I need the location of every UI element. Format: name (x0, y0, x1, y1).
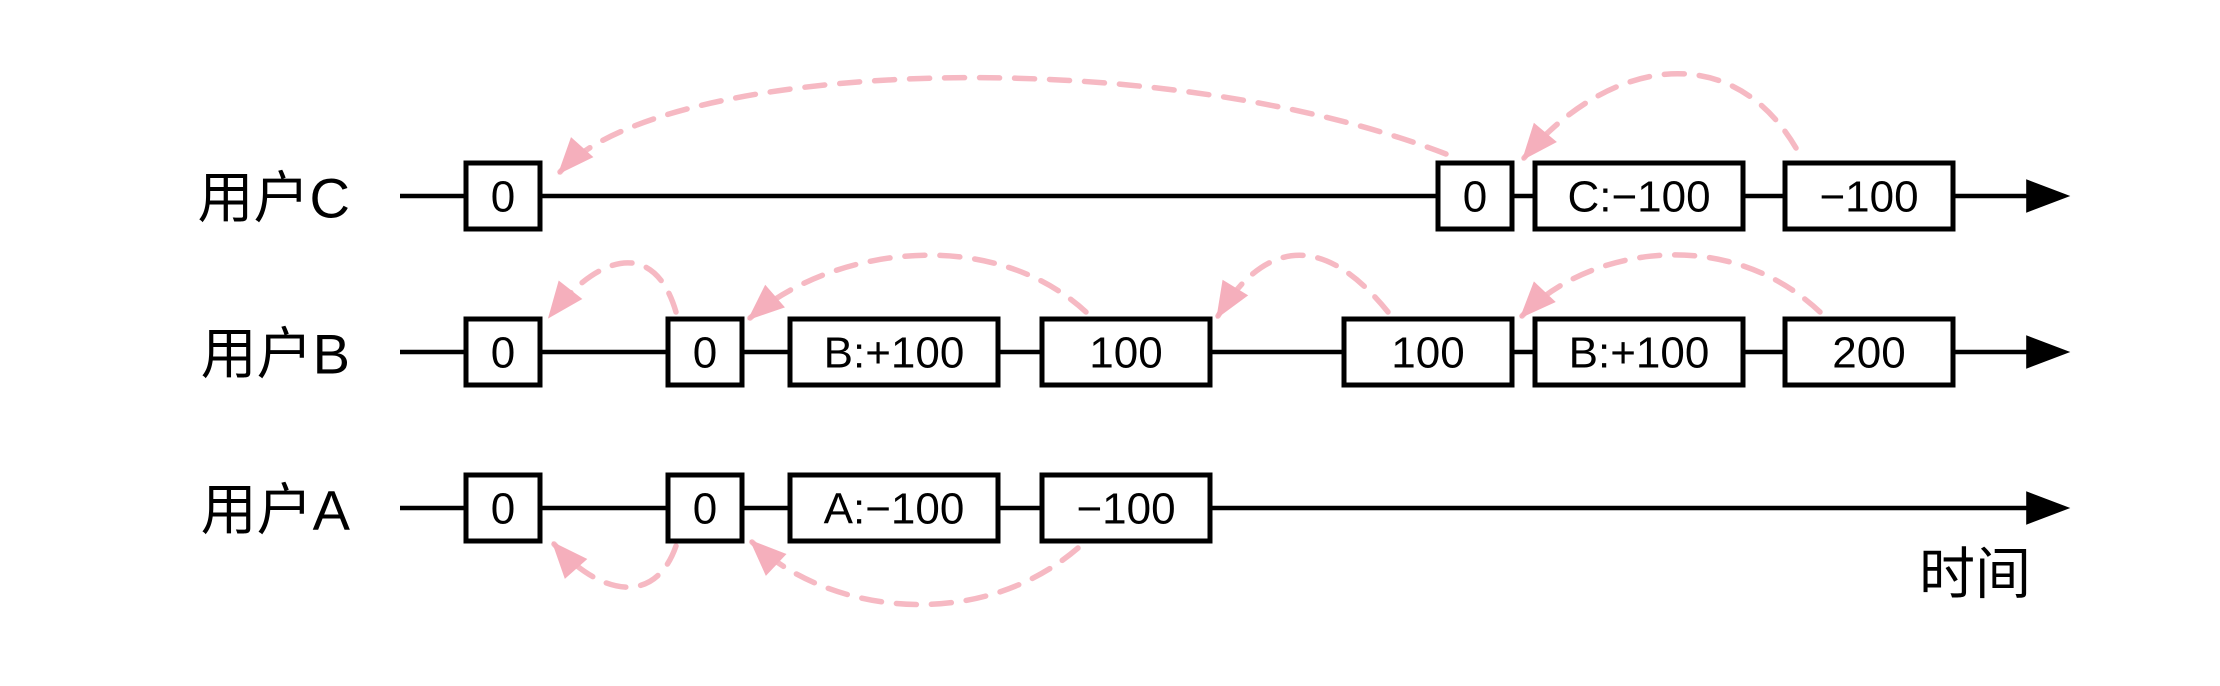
state-box: −100 (1039, 472, 1213, 544)
state-box-rect (463, 316, 543, 388)
state-box-value: 0 (693, 485, 717, 534)
dashed-arrow-a-box1-to-box0 (551, 541, 679, 590)
state-box-rect (1782, 316, 1956, 388)
operation-box-value: B:+100 (824, 329, 965, 378)
row-label-user-c: 用户C (198, 167, 350, 230)
state-box-value: 0 (693, 329, 717, 378)
state-box-value: 0 (491, 485, 515, 534)
dashed-arrow-b-box3-to-box1 (747, 252, 1089, 321)
state-box-value: 100 (1089, 329, 1162, 378)
state-box-value: 0 (491, 329, 515, 378)
operation-box-rect (1532, 316, 1746, 388)
state-box: 0 (463, 316, 543, 388)
dashed-arrow-b-box4-to-box3 (1215, 252, 1391, 319)
operation-box: A:−100 (787, 472, 1001, 544)
operation-box-value: B:+100 (1569, 329, 1710, 378)
state-box-value: 100 (1391, 329, 1464, 378)
state-box-value: 200 (1832, 329, 1905, 378)
state-box: 0 (463, 472, 543, 544)
state-box: 0 (665, 316, 745, 388)
state-box-rect (665, 316, 745, 388)
state-box-rect (665, 472, 745, 544)
state-box-rect (463, 472, 543, 544)
state-box-value: 0 (491, 173, 515, 222)
state-box-rect (1039, 472, 1213, 544)
operation-box: B:+100 (1532, 316, 1746, 388)
operation-box-rect (787, 472, 1001, 544)
time-axis-caption: 时间 (1919, 543, 2031, 606)
operation-box-rect (787, 316, 1001, 388)
dashed-arrow-c-box3-to-box1 (1521, 71, 1799, 161)
operation-box: B:+100 (787, 316, 1001, 388)
row-label-user-a: 用户A (201, 479, 351, 542)
state-box-value: −100 (1076, 485, 1175, 534)
timeline-row-user-b: 用户B 0 0 B:+100 100 100 B:+100 (201, 252, 2071, 388)
dashed-arrow-b-box6-to-box4 (1519, 252, 1823, 319)
timeline-row-user-c: 用户C 0 0 C:−100 −100 (198, 71, 2071, 232)
state-box: 0 (1435, 160, 1515, 232)
state-box-value: −100 (1819, 173, 1918, 222)
state-box-rect (1435, 160, 1515, 232)
state-box: 100 (1039, 316, 1213, 388)
state-box-rect (1039, 316, 1213, 388)
timeline-row-user-a: 用户A 0 0 A:−100 −100 (201, 472, 2071, 608)
state-box-rect (1782, 160, 1956, 232)
operation-box-value: C:−100 (1567, 173, 1710, 222)
row-label-user-b: 用户B (201, 323, 350, 386)
dashed-arrow-b-box1-to-box0 (547, 260, 679, 319)
state-box: 0 (463, 160, 543, 232)
state-box: 0 (665, 472, 745, 544)
state-box: 200 (1782, 316, 1956, 388)
operation-box-value: A:−100 (824, 485, 965, 534)
dashed-arrow-a-box3-to-box1 (749, 539, 1081, 608)
state-box: 100 (1341, 316, 1515, 388)
operation-box: C:−100 (1532, 160, 1746, 232)
state-box-value: 0 (1463, 173, 1487, 222)
state-box: −100 (1782, 160, 1956, 232)
state-box-rect (463, 160, 543, 232)
state-box-rect (1341, 316, 1515, 388)
dashed-arrow-c-box1-to-box0 (557, 74, 1449, 175)
operation-box-rect (1532, 160, 1746, 232)
